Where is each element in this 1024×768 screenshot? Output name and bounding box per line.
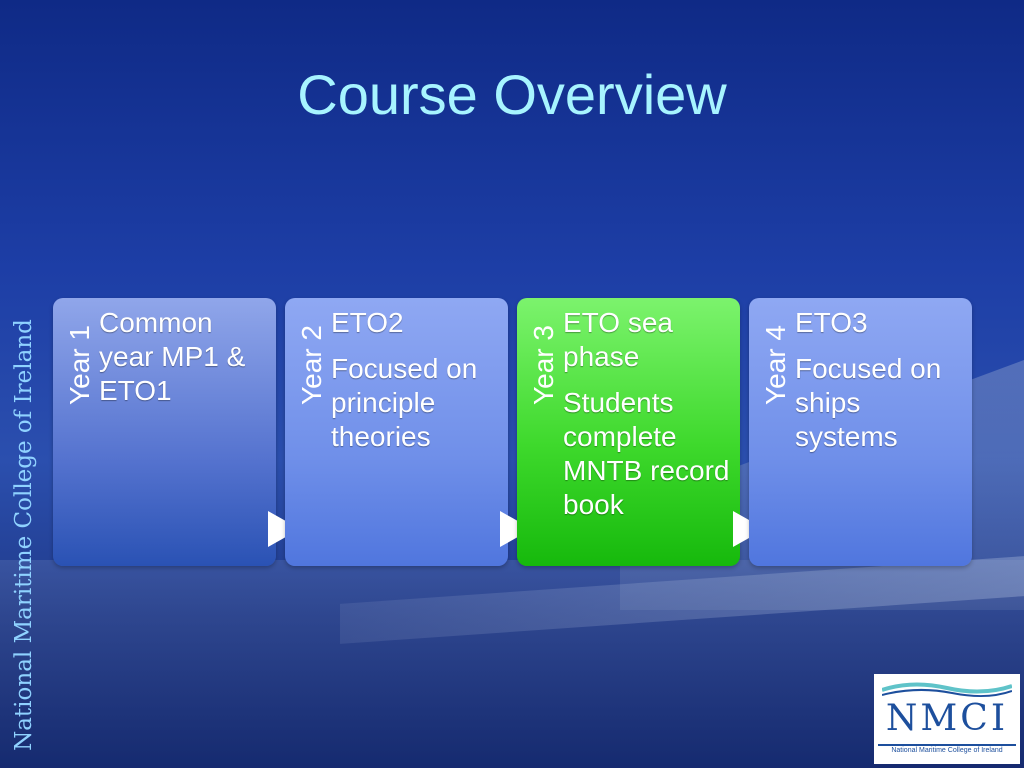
- step-line: ETO sea phase: [563, 307, 673, 372]
- step-line: Focused on ships systems: [795, 353, 942, 452]
- year-label: Year 4: [760, 325, 791, 405]
- step-line: ETO2: [331, 307, 404, 338]
- logo-divider: [878, 744, 1016, 746]
- logo-tagline: National Maritime College of Ireland: [891, 747, 1003, 754]
- brand-vertical: National Maritime College of Ireland: [6, 312, 42, 758]
- step-card-year-3: Year 3 ETO sea phase Students complete M…: [517, 298, 740, 566]
- year-label: Year 3: [528, 325, 559, 405]
- background-water: [0, 560, 1024, 768]
- step-content: ETO3 Focused on ships systems: [795, 306, 964, 466]
- step-content: Common year MP1 & ETO1: [99, 306, 268, 420]
- logo-acronym: NMCI: [885, 698, 1009, 739]
- year-label: Year 2: [296, 325, 327, 405]
- step-content: ETO sea phase Students complete MNTB rec…: [563, 306, 732, 534]
- step-card-year-1: Year 1 Common year MP1 & ETO1: [53, 298, 276, 566]
- step-line: ETO3: [795, 307, 868, 338]
- step-line: Focused on principle theories: [331, 353, 478, 452]
- step-card-year-2: Year 2 ETO2 Focused on principle theorie…: [285, 298, 508, 566]
- step-line: Students complete MNTB record book: [563, 387, 730, 520]
- step-content: ETO2 Focused on principle theories: [331, 306, 500, 466]
- year-label: Year 1: [64, 325, 95, 405]
- step-line: Common year MP1 & ETO1: [99, 307, 246, 406]
- brand-vertical-text: National Maritime College of Ireland: [11, 319, 37, 751]
- wave-icon: [882, 682, 1012, 697]
- nmci-logo: NMCI National Maritime College of Irelan…: [874, 674, 1020, 764]
- slide-title: Course Overview: [297, 63, 727, 126]
- step-card-year-4: Year 4 ETO3 Focused on ships systems: [749, 298, 972, 566]
